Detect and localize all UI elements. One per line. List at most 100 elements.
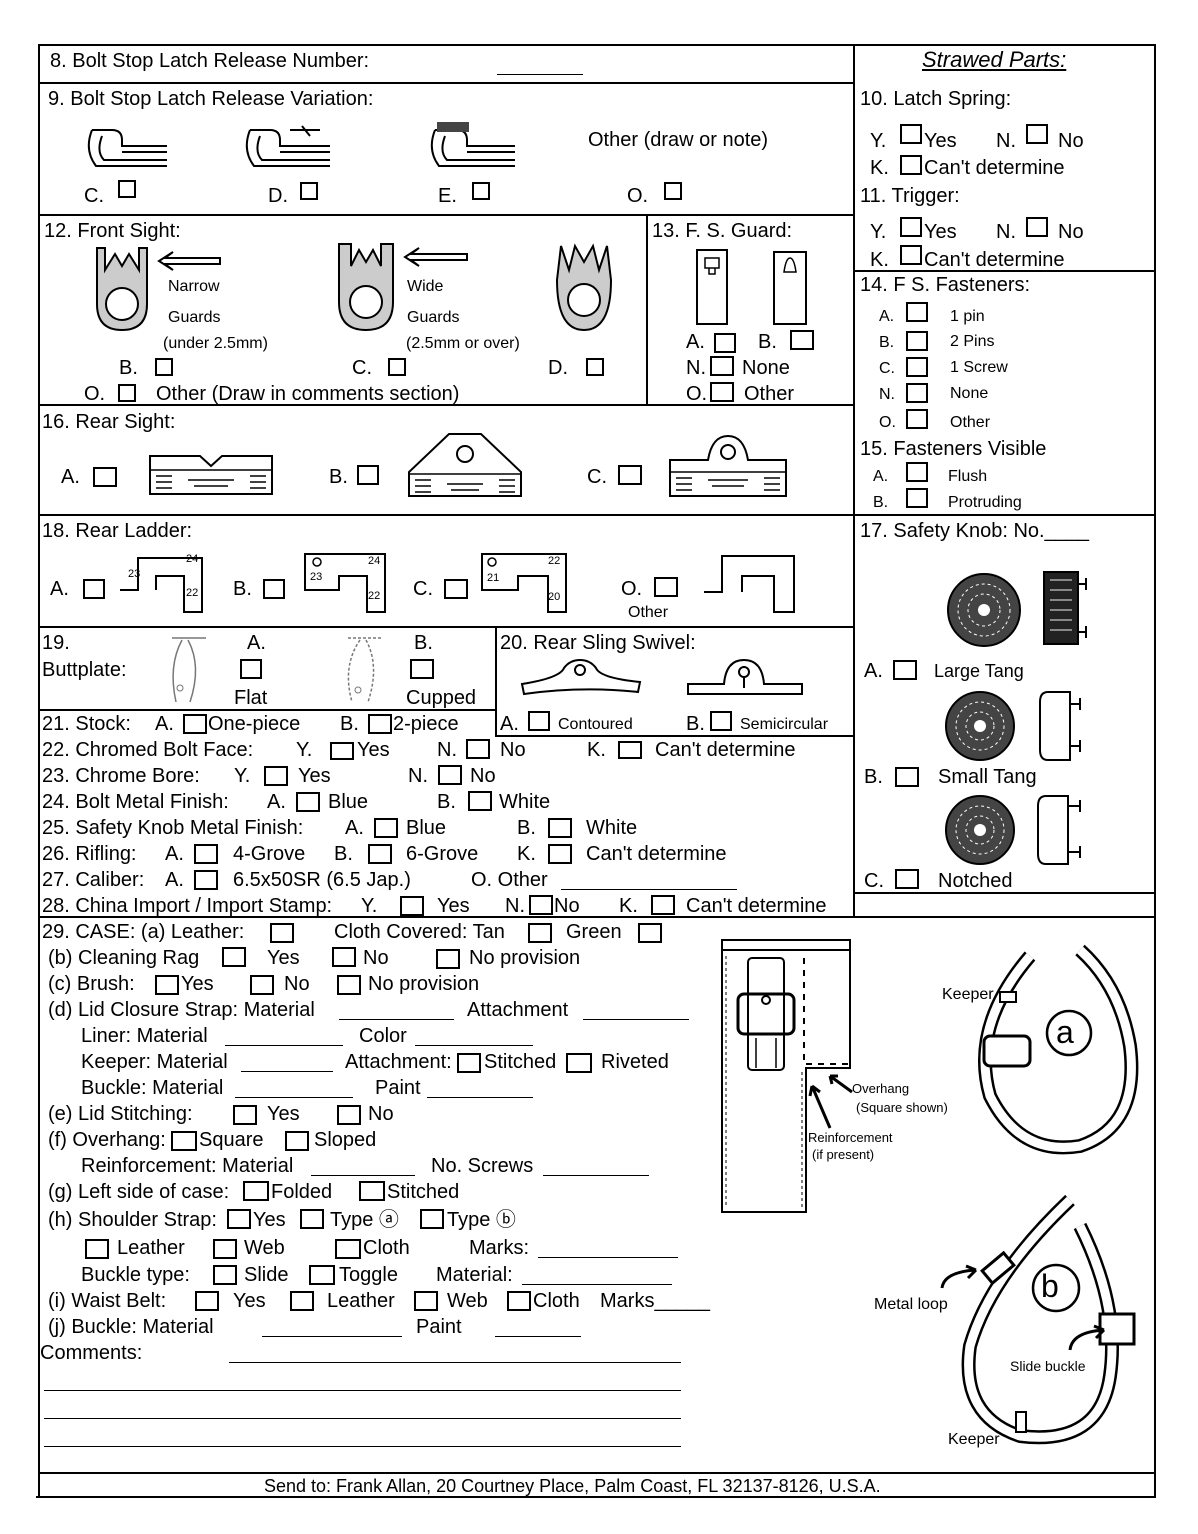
s13-a-checkbox[interactable] [714,333,736,353]
s27-cal-checkbox[interactable] [194,870,218,890]
s29-brush-no-checkbox[interactable] [250,975,274,995]
s29-rag-noprov-checkbox[interactable] [436,949,460,969]
s20-b-checkbox[interactable] [710,711,732,731]
s17-b-checkbox[interactable] [895,767,919,787]
s29-screws-field[interactable] [543,1175,649,1176]
s9-e-checkbox[interactable] [472,182,490,200]
s29-lid-material-field[interactable] [339,1019,454,1020]
s29-jbuckle-field[interactable] [262,1336,402,1337]
s11-cant-checkbox[interactable] [900,245,922,265]
s27-other-field[interactable] [561,889,737,890]
s8-field[interactable] [497,74,583,75]
s18-a-checkbox[interactable] [83,579,105,599]
s29-green-checkbox[interactable] [638,923,662,943]
s29-leather-strap-checkbox[interactable] [85,1239,109,1259]
s29-buckle-field[interactable] [235,1097,353,1098]
s29-folded-checkbox[interactable] [243,1181,269,1201]
s17-a-checkbox[interactable] [893,660,917,680]
s29-typeb-checkbox[interactable] [420,1209,444,1229]
s29-keeper-field[interactable] [241,1071,333,1072]
s29-lidst-no-checkbox[interactable] [337,1105,361,1125]
s28-no-checkbox[interactable] [529,895,553,915]
s12-b-checkbox[interactable] [155,358,173,376]
s29-toggle-checkbox[interactable] [309,1265,335,1285]
s13-b-checkbox[interactable] [790,330,814,350]
s29-marks-field[interactable] [538,1257,678,1258]
comments-line-1[interactable] [229,1362,681,1363]
s25-blue-checkbox[interactable] [374,818,398,838]
comments-line-4[interactable] [44,1446,681,1447]
s29-waist-leather-checkbox[interactable] [290,1291,314,1311]
s12-d-checkbox[interactable] [586,358,604,376]
s16-c-checkbox[interactable] [618,465,642,485]
s29-rag-no-checkbox[interactable] [332,947,356,967]
s29-rag-yes-checkbox[interactable] [222,947,246,967]
s11-yes-checkbox[interactable] [900,217,922,237]
s29-brush-yes-checkbox[interactable] [155,975,179,995]
s29-shoulder-yes-checkbox[interactable] [227,1209,251,1229]
s12-c-checkbox[interactable] [388,358,406,376]
s14-o-checkbox[interactable] [906,409,928,429]
s19-a-checkbox[interactable] [240,659,262,679]
s22-cant-checkbox[interactable] [618,741,642,759]
s29-color-field[interactable] [415,1045,533,1046]
s26-4-checkbox[interactable] [194,844,218,864]
s24-blue-checkbox[interactable] [296,792,320,812]
s29-stitched-checkbox[interactable] [457,1053,481,1073]
s21-b-checkbox[interactable] [368,714,392,734]
s10-yes-checkbox[interactable] [900,124,922,144]
s15-a-checkbox[interactable] [906,462,928,482]
s21-a-checkbox[interactable] [183,714,207,734]
s25-white-checkbox[interactable] [548,818,572,838]
s14-n-checkbox[interactable] [906,383,928,403]
s24-white-checkbox[interactable] [468,791,492,811]
s22-yes-checkbox[interactable] [330,742,354,760]
s28-cant-checkbox[interactable] [651,895,675,915]
s20-a-checkbox[interactable] [528,711,550,731]
s17-c-checkbox[interactable] [895,869,919,889]
s15-b-checkbox[interactable] [906,488,928,508]
s10-cant-checkbox[interactable] [900,155,922,175]
s9-d-checkbox[interactable] [300,182,318,200]
s22-no-checkbox[interactable] [466,739,490,759]
s29-waist-web-checkbox[interactable] [414,1291,438,1311]
s29-reinf-field[interactable] [311,1175,415,1176]
s11-no-checkbox[interactable] [1026,217,1048,237]
s29-lidst-yes-checkbox[interactable] [233,1105,257,1125]
s29-square-checkbox[interactable] [171,1131,197,1151]
s29-liner-field[interactable] [225,1045,343,1046]
s12-o-checkbox[interactable] [118,384,136,402]
s29-tan-checkbox[interactable] [528,923,552,943]
s19-b-checkbox[interactable] [410,659,434,679]
s29-material-field[interactable] [522,1284,672,1285]
s26-cant-checkbox[interactable] [548,844,572,864]
s13-none-checkbox[interactable] [710,356,734,376]
s29-cloth-checkbox[interactable] [335,1239,361,1259]
s29-web-checkbox[interactable] [213,1239,237,1259]
s14-a-checkbox[interactable] [906,302,928,322]
s18-o-checkbox[interactable] [654,577,678,597]
s29-riveted-checkbox[interactable] [566,1053,592,1073]
s28-yes-checkbox[interactable] [400,896,424,916]
s29-waist-yes-checkbox[interactable] [195,1291,219,1311]
s29-brush-noprov-checkbox[interactable] [337,975,361,995]
s29-slide-checkbox[interactable] [213,1265,237,1285]
s29-typea-checkbox[interactable] [300,1209,324,1229]
s29-waist-cloth-checkbox[interactable] [507,1291,531,1311]
s18-c-checkbox[interactable] [444,579,468,599]
s29-paint-field[interactable] [427,1097,533,1098]
s29-stitched2-checkbox[interactable] [359,1181,385,1201]
s23-no-checkbox[interactable] [438,765,462,785]
s26-6-checkbox[interactable] [368,844,392,864]
s23-yes-checkbox[interactable] [264,766,288,786]
s9-o-checkbox[interactable] [664,182,682,200]
s29-sloped-checkbox[interactable] [285,1131,309,1151]
s14-b-checkbox[interactable] [906,331,928,351]
comments-line-2[interactable] [44,1390,681,1391]
s13-other-checkbox[interactable] [710,382,734,402]
s14-c-checkbox[interactable] [906,357,928,377]
s16-a-checkbox[interactable] [93,467,117,487]
s29-paint2-field[interactable] [495,1336,581,1337]
s18-b-checkbox[interactable] [263,579,285,599]
s29-attach-field[interactable] [583,1019,689,1020]
